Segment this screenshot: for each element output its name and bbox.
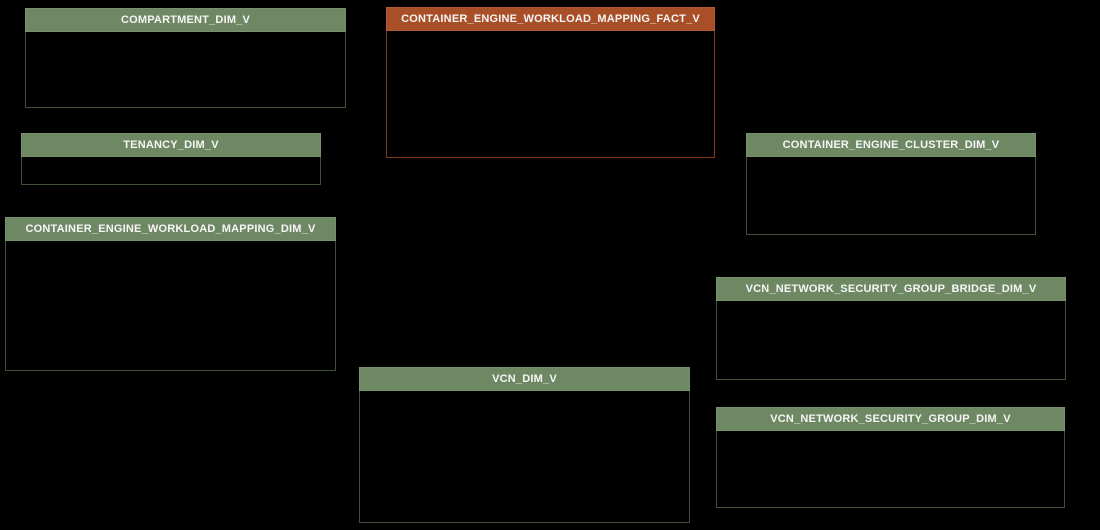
entity-title: VCN_DIM_V — [492, 373, 557, 385]
entity-header: CONTAINER_ENGINE_WORKLOAD_MAPPING_FACT_V — [386, 7, 715, 31]
entity-header: VCN_DIM_V — [359, 367, 690, 391]
entity-title: CONTAINER_ENGINE_CLUSTER_DIM_V — [782, 139, 1000, 151]
entity-body — [5, 241, 336, 371]
entity-header: VCN_NETWORK_SECURITY_GROUP_BRIDGE_DIM_V — [716, 277, 1066, 301]
entity-body — [716, 431, 1065, 508]
entity-container-engine-cluster-dim-v[interactable]: CONTAINER_ENGINE_CLUSTER_DIM_V — [746, 133, 1036, 235]
entity-body — [359, 391, 690, 523]
entity-title: COMPARTMENT_DIM_V — [120, 14, 251, 26]
entity-header: CONTAINER_ENGINE_CLUSTER_DIM_V — [746, 133, 1036, 157]
entity-header: VCN_NETWORK_SECURITY_GROUP_DIM_V — [716, 407, 1065, 431]
entity-container-engine-workload-mapping-fact-v[interactable]: CONTAINER_ENGINE_WORKLOAD_MAPPING_FACT_V — [386, 7, 715, 158]
entity-vcn-network-security-group-dim-v[interactable]: VCN_NETWORK_SECURITY_GROUP_DIM_V — [716, 407, 1065, 508]
entity-body — [25, 32, 346, 108]
entity-vcn-network-security-group-bridge-dim-v[interactable]: VCN_NETWORK_SECURITY_GROUP_BRIDGE_DIM_V — [716, 277, 1066, 380]
entity-title: CONTAINER_ENGINE_WORKLOAD_MAPPING_DIM_V — [25, 223, 316, 235]
entity-title: CONTAINER_ENGINE_WORKLOAD_MAPPING_FACT_V — [401, 13, 700, 25]
entity-title: VCN_NETWORK_SECURITY_GROUP_DIM_V — [770, 413, 1011, 425]
entity-title: TENANCY_DIM_V — [123, 139, 219, 151]
entity-header: COMPARTMENT_DIM_V — [25, 8, 346, 32]
entity-vcn-dim-v[interactable]: VCN_DIM_V — [359, 367, 690, 523]
entity-body — [386, 31, 715, 158]
entity-header: TENANCY_DIM_V — [21, 133, 321, 157]
entity-title: VCN_NETWORK_SECURITY_GROUP_BRIDGE_DIM_V — [745, 283, 1037, 295]
entity-body — [746, 157, 1036, 235]
entity-container-engine-workload-mapping-dim-v[interactable]: CONTAINER_ENGINE_WORKLOAD_MAPPING_DIM_V — [5, 217, 336, 371]
entity-header: CONTAINER_ENGINE_WORKLOAD_MAPPING_DIM_V — [5, 217, 336, 241]
entity-tenancy-dim-v[interactable]: TENANCY_DIM_V — [21, 133, 321, 185]
entity-body — [21, 157, 321, 185]
entity-compartment-dim-v[interactable]: COMPARTMENT_DIM_V — [25, 8, 346, 108]
entity-body — [716, 301, 1066, 380]
